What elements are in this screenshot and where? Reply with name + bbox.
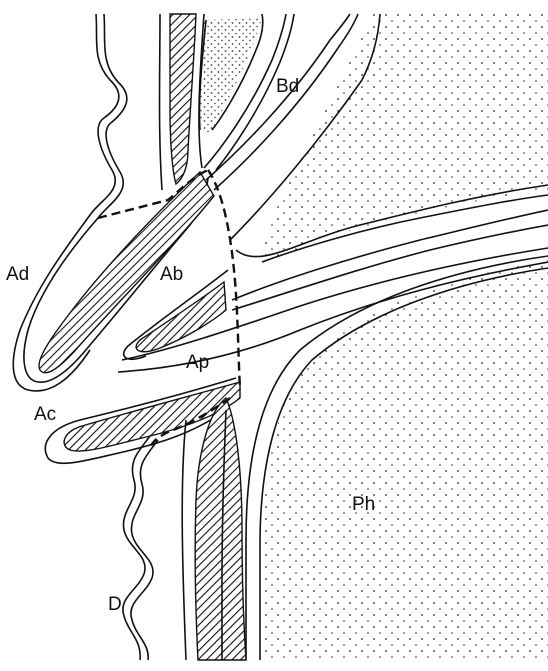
- lower-hatched-column: [195, 398, 246, 660]
- d-wavy-contour-outer: [123, 436, 150, 660]
- dashed-boundary-right: [208, 170, 240, 390]
- label-ph: Ph: [352, 494, 375, 515]
- upper-stippled-tissue: [262, 14, 548, 259]
- d-wavy-contour-inner: [131, 440, 158, 660]
- upper-column-left-line: [160, 14, 163, 190]
- label-d: D: [108, 594, 122, 615]
- ab-hatched-wedge: [136, 282, 226, 352]
- label-ap: Ap: [186, 352, 209, 373]
- label-ac: Ac: [34, 404, 56, 425]
- ph-stippled-tissue: [262, 260, 548, 660]
- upper-hatched-column: [170, 14, 196, 184]
- label-ab: Ab: [160, 264, 183, 285]
- inner-contour-upper: [98, 14, 127, 218]
- label-bd: Bd: [276, 76, 299, 97]
- d-column-left-line: [182, 420, 186, 660]
- label-ad: Ad: [6, 264, 29, 285]
